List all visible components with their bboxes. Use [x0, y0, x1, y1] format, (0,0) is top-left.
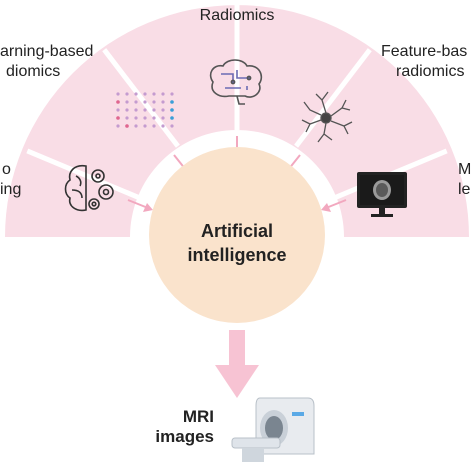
center-label-line1: Artificial: [200, 221, 274, 241]
label-feature-based-line1: Feature-bas: [381, 43, 468, 60]
dot-matrix-icon: [116, 92, 174, 128]
label-right-line1: M: [458, 161, 472, 178]
label-left-line1: o: [2, 161, 11, 178]
label-learning-based-line2: diomics: [6, 63, 61, 80]
label-left-line2: ing: [0, 181, 22, 198]
label-radiomics: Radiomics: [199, 7, 275, 24]
down-arrow: [215, 330, 259, 398]
ai-center-circle: [149, 147, 325, 323]
monitor-scan-icon: [357, 172, 407, 217]
brain-gears-icon: [64, 164, 114, 212]
mri-scanner-icon: [231, 397, 315, 462]
label-feature-based-line2: radiomics: [396, 63, 465, 80]
label-learning-based-line1: arning-based: [0, 43, 94, 60]
brain-circuit-icon: [209, 59, 263, 105]
label-right-line2: le: [458, 181, 471, 198]
mri-label-line1: MRI: [182, 407, 214, 426]
center-label-line2: intelligence: [187, 245, 287, 265]
mri-label-line2: images: [155, 427, 214, 446]
neuron-icon: [301, 91, 353, 143]
